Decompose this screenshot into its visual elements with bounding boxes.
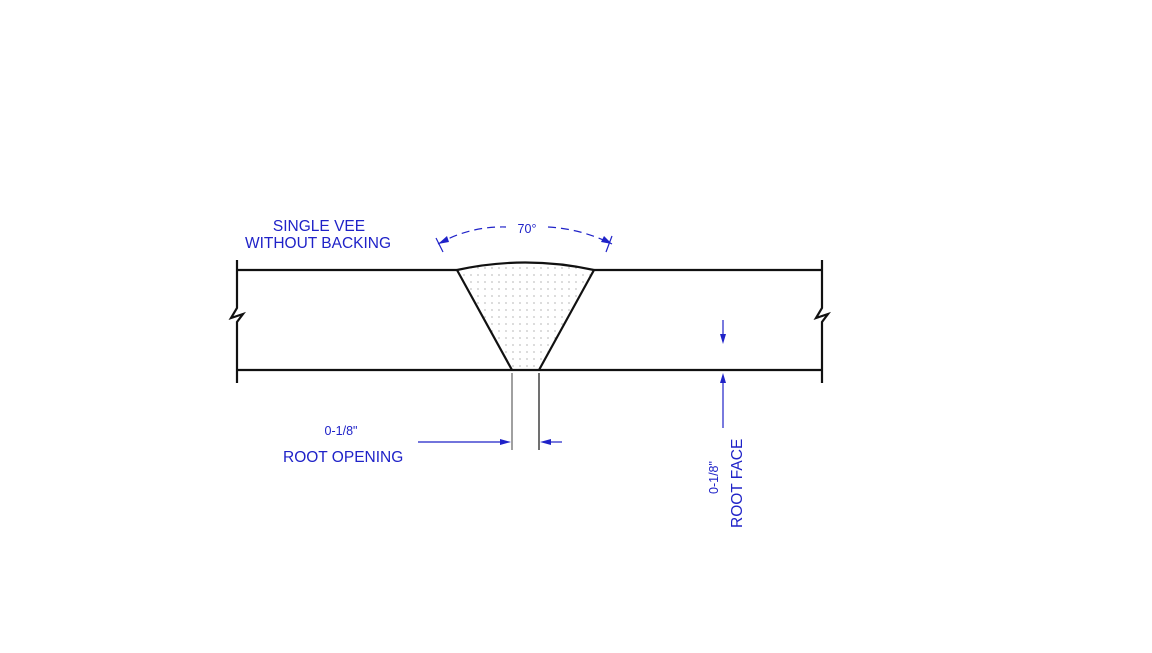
right-break-line [813, 260, 831, 383]
joint-title-line1: SINGLE VEE [273, 218, 365, 235]
angle-arrowhead-left [438, 236, 449, 244]
angle-value: 70° [518, 222, 537, 236]
root-face-value: 0-1/8" [707, 461, 721, 494]
joint-title-line2: WITHOUT BACKING [245, 235, 391, 252]
root-face-arrowhead-top [720, 334, 726, 344]
left-break-line [228, 260, 246, 383]
weld-bevel-right [538, 269, 595, 371]
weld-bevel-left [456, 269, 513, 371]
root-face-label: ROOT FACE [729, 439, 746, 528]
angle-arc-right [547, 226, 613, 245]
root-face-arrowhead-bottom [720, 373, 726, 383]
root-opening-arrowhead-right [540, 439, 551, 445]
root-opening-value: 0-1/8" [325, 424, 358, 438]
root-opening-arrowhead-left [500, 439, 511, 445]
root-opening-label: ROOT OPENING [283, 449, 403, 466]
root-opening-dimension [418, 373, 562, 450]
angle-extension-left [435, 237, 444, 253]
angle-extension-right [605, 235, 613, 253]
weld-fill [457, 263, 594, 370]
angle-arrowhead-right [601, 236, 612, 244]
groove-angle-dimension [435, 226, 613, 253]
weld-groove [456, 261, 595, 371]
root-face-dimension [720, 320, 726, 428]
weld-reinforcement-crown [456, 261, 595, 272]
